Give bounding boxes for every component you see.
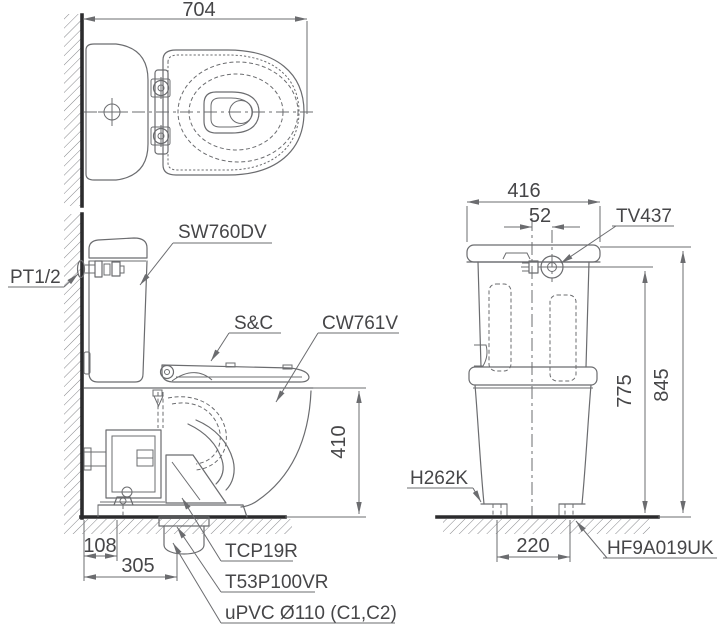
- label-foot-fixing: H262K: [407, 468, 482, 503]
- flush-mechanism: [83, 419, 235, 504]
- dim-overall-height: 845: [600, 246, 691, 513]
- label-h262k-text: H262K: [410, 468, 468, 489]
- seat-hinge-plan: [150, 69, 171, 155]
- label-connector: T53P100VR: [176, 526, 329, 593]
- bowl-side: [97, 390, 312, 518]
- wall-hatch-plan: [64, 14, 81, 206]
- label-drain-pipe: uPVC Ø110 (C1,C2): [172, 542, 397, 624]
- label-sw760dv-text: SW760DV: [178, 222, 267, 243]
- dim-305-value: 305: [121, 555, 154, 577]
- dim-cistern-width: 416: [466, 180, 601, 242]
- dim-overall-depth: 704: [83, 0, 308, 114]
- wall-hatch-side: [64, 214, 81, 519]
- supply-fitting: [76, 259, 125, 279]
- label-sc-text: S&C: [234, 313, 273, 334]
- dim-rough-in-305: 305: [84, 548, 178, 581]
- dim-valve-height: 775: [566, 266, 653, 513]
- tank-hand-hole-right: [549, 294, 577, 382]
- dim-rim-height: 410: [313, 387, 366, 514]
- label-tv437-text: TV437: [616, 206, 672, 227]
- dim-depth-value: 704: [182, 0, 215, 21]
- label-cw761v-text: CW761V: [322, 313, 398, 334]
- cistern-plan-outline: [85, 43, 149, 181]
- label-pt12-text: PT1/2: [10, 267, 61, 288]
- floor-hatch-front: [443, 519, 650, 534]
- label-t53p100vr-text: T53P100VR: [225, 572, 329, 593]
- dim-52-value: 52: [529, 205, 551, 227]
- dim-775-value: 775: [614, 374, 636, 407]
- cistern-front: [466, 244, 601, 386]
- label-hf9a019uk-text: HF9A019UK: [607, 538, 714, 559]
- plan-view: 704: [64, 0, 313, 208]
- label-seat-cover: S&C: [210, 313, 281, 362]
- dim-valve-offset: 52: [504, 205, 580, 230]
- label-inlet-valve: TV437: [560, 206, 674, 264]
- cistern-side: [83, 237, 148, 383]
- front-view: 416 52 TV437 775 845: [407, 180, 717, 562]
- label-upvc-text: uPVC Ø110 (C1,C2): [225, 603, 397, 624]
- pedestal-front: [473, 384, 593, 516]
- tank-hand-hole-left: [488, 283, 512, 372]
- dim-416-value: 416: [507, 180, 540, 202]
- dim-410-value: 410: [328, 425, 350, 458]
- label-supply: PT1/2: [8, 267, 79, 288]
- side-view: 410 108 305 PT1/2 SW760DV S&C: [8, 212, 399, 624]
- label-bowl: CW761V: [275, 313, 399, 403]
- inlet-valve: [521, 255, 566, 279]
- water-spot-outline: [203, 91, 260, 134]
- trap-block: [165, 454, 227, 504]
- seat-side: [159, 362, 310, 383]
- dim-220-value: 220: [516, 535, 549, 557]
- label-tcp19r-text: TCP19R: [225, 541, 298, 562]
- dim-offset-108: 108: [83, 520, 118, 581]
- dim-845-value: 845: [651, 368, 673, 401]
- label-trap: TCP19R: [181, 497, 298, 562]
- drain-pipe: [158, 516, 210, 555]
- foot-right: [558, 503, 586, 516]
- foot-left: [480, 503, 508, 516]
- dim-bolt-spacing: 220: [496, 520, 571, 562]
- label-floor-fixing: HF9A019UK: [575, 520, 717, 559]
- dim-108-value: 108: [83, 535, 116, 557]
- label-cistern: SW760DV: [139, 222, 272, 286]
